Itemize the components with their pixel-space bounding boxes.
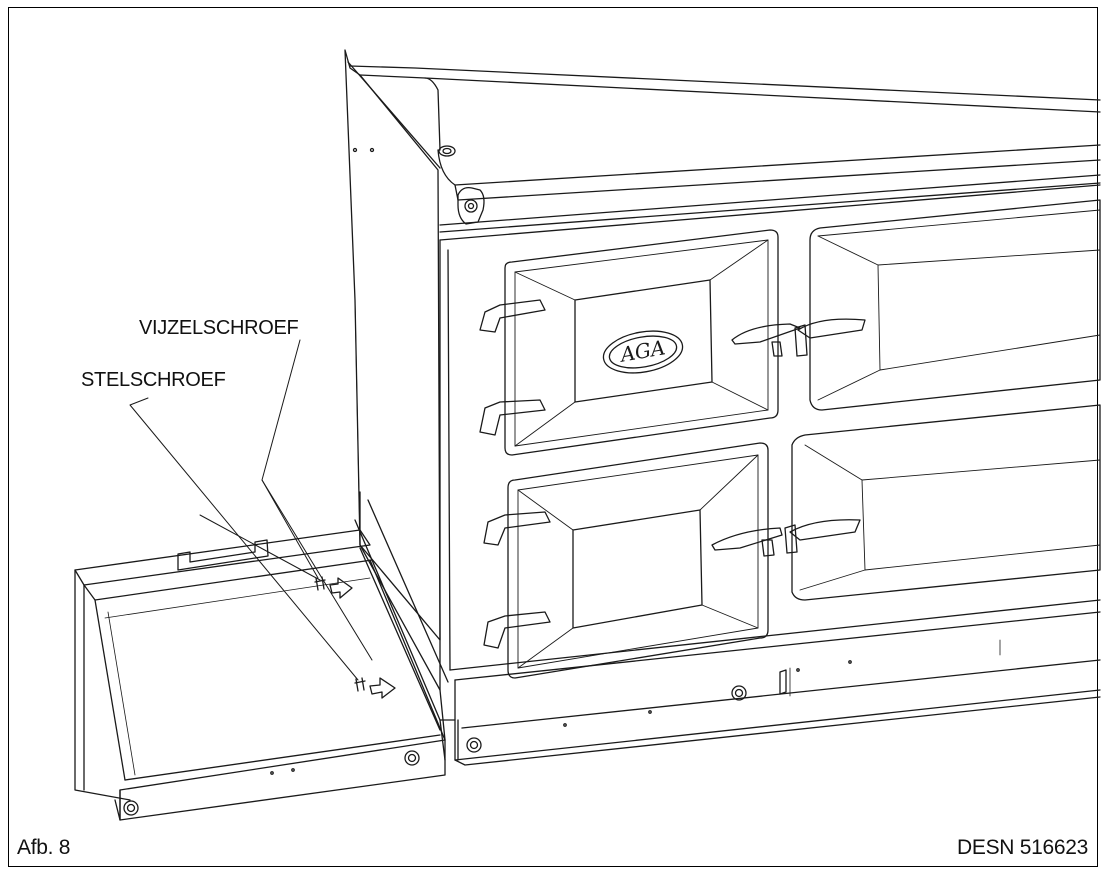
stove-side-panel: [344, 49, 441, 641]
callout-level-screw: STELSCHROEF: [81, 369, 226, 391]
stove-top: [349, 65, 1101, 233]
oven-door-top-left: AGA: [479, 229, 801, 456]
figure-frame: [8, 7, 1098, 867]
stove-plinth: [454, 659, 1101, 766]
plinth-tray: [74, 529, 446, 821]
oven-door-bottom-right: [784, 404, 1101, 601]
stove-front: [439, 184, 1101, 691]
document-number: DESN 516623: [957, 836, 1088, 859]
figure-caption: Afb. 8: [17, 836, 71, 859]
oven-door-top-right: [794, 199, 1101, 411]
oven-door-bottom-left: [483, 442, 783, 679]
callout-jack-screw: VIJZELSCHROEF: [139, 317, 299, 339]
leader-lines: [129, 339, 373, 681]
side-rail: [354, 491, 456, 761]
